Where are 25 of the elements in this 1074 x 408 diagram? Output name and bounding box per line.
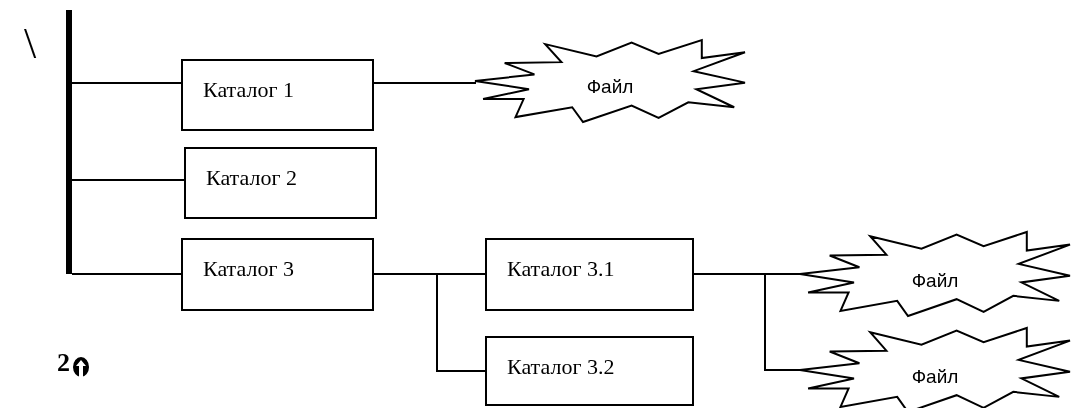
node-label: Каталог 3.1 — [507, 256, 615, 282]
root-bar — [66, 10, 72, 274]
connector-line — [71, 273, 182, 275]
node-label: Каталог 3 — [203, 256, 294, 282]
folder-box — [181, 238, 374, 311]
node-label: Файл — [910, 366, 960, 388]
file-burst — [475, 40, 745, 122]
connector-line — [693, 273, 802, 371]
connector-line — [71, 179, 185, 181]
file-burst — [800, 232, 1070, 316]
folder-box — [485, 336, 694, 406]
connector-line — [71, 82, 182, 84]
page-number: 2 — [57, 348, 70, 378]
root-label: \ — [24, 22, 37, 66]
node-label: Каталог 2 — [206, 165, 297, 191]
node-label: Каталог 1 — [203, 77, 294, 103]
connector-line — [373, 273, 486, 372]
node-label: Файл — [585, 76, 635, 98]
folder-box — [184, 147, 377, 219]
connector-line — [373, 82, 477, 84]
folder-box — [485, 238, 694, 311]
file-burst — [800, 328, 1070, 408]
node-label: Каталог 3.2 — [507, 354, 615, 380]
folder-box — [181, 59, 374, 131]
node-label: Файл — [910, 270, 960, 292]
